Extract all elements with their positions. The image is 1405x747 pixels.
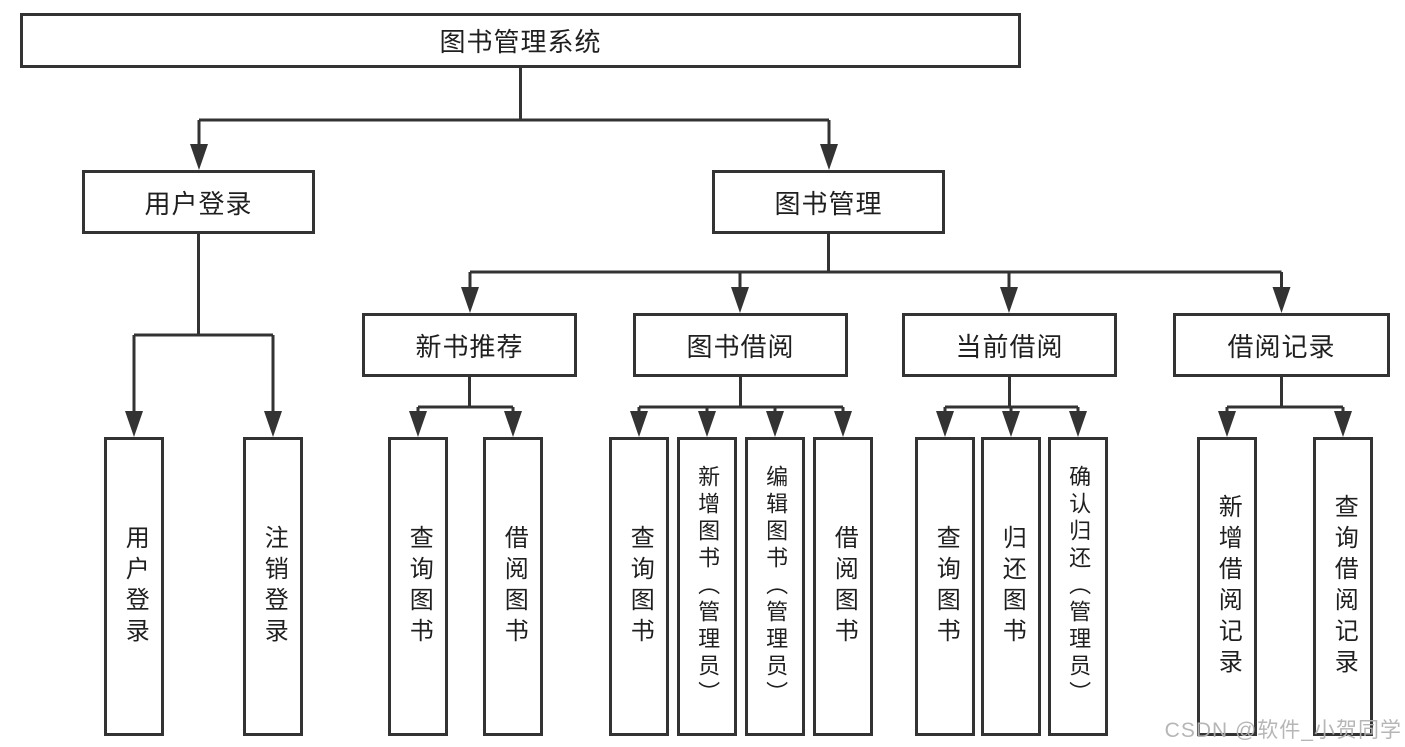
leaf-current-confirm-return-admin-label: 确认归还（管理员） (1066, 465, 1092, 708)
arrow-down-icon (264, 411, 282, 437)
leaf-borrow-query-books-label: 查询图书 (626, 524, 654, 649)
leaf-borrow-edit-books-admin-label: 编辑图书（管理员） (763, 465, 789, 708)
node-book-management-label: 图书管理 (774, 188, 883, 219)
node-new-book-recommend-label: 新书推荐 (415, 331, 524, 362)
leaf-logout-label: 注销登录 (260, 524, 288, 649)
arrow-down-icon (766, 411, 784, 437)
leaf-current-query-books: 查询图书 (915, 437, 975, 736)
node-root-label: 图书管理系统 (439, 27, 602, 57)
node-root: 图书管理系统 (20, 13, 1021, 68)
arrow-down-icon (698, 411, 716, 437)
arrow-down-icon (834, 411, 852, 437)
leaf-recommend-query-books: 查询图书 (388, 437, 448, 736)
leaf-current-confirm-return-admin: 确认归还（管理员） (1048, 437, 1108, 736)
arrow-down-icon (1272, 287, 1291, 313)
leaf-records-add-record: 新增借阅记录 (1197, 437, 1257, 736)
arrow-down-icon (409, 411, 427, 437)
node-user-login: 用户登录 (82, 170, 315, 234)
node-book-management: 图书管理 (712, 170, 945, 234)
leaf-borrow-add-books-admin: 新增图书（管理员） (677, 437, 737, 736)
node-book-borrow-label: 图书借阅 (686, 331, 795, 362)
arrow-down-icon (630, 411, 648, 437)
leaf-records-query-record: 查询借阅记录 (1313, 437, 1373, 736)
leaf-borrow-edit-books-admin: 编辑图书（管理员） (745, 437, 805, 736)
arrow-down-icon (1218, 411, 1236, 437)
leaf-current-return-books: 归还图书 (981, 437, 1041, 736)
leaf-records-query-record-label: 查询借阅记录 (1330, 493, 1358, 680)
arrow-down-icon (936, 411, 954, 437)
arrow-down-icon (504, 411, 522, 437)
arrow-down-icon (461, 287, 479, 313)
arrow-down-icon (190, 144, 208, 170)
arrow-down-icon (125, 411, 143, 437)
leaf-logout: 注销登录 (243, 437, 303, 736)
leaf-records-add-record-label: 新增借阅记录 (1214, 493, 1242, 680)
arrow-down-icon (731, 287, 749, 313)
leaf-user-login: 用户登录 (104, 437, 164, 736)
leaf-borrow-add-books-admin-label: 新增图书（管理员） (695, 465, 721, 708)
leaf-current-query-books-label: 查询图书 (932, 524, 960, 649)
leaf-recommend-query-books-label: 查询图书 (405, 524, 433, 649)
node-current-borrow-label: 当前借阅 (955, 331, 1064, 362)
arrow-down-icon (1002, 411, 1020, 437)
csdn-watermark: CSDN @软件_小贺同学 (1164, 719, 1402, 742)
node-current-borrow: 当前借阅 (902, 313, 1117, 377)
node-borrow-records: 借阅记录 (1173, 313, 1390, 377)
arrow-down-icon (820, 144, 838, 170)
leaf-current-return-books-label: 归还图书 (998, 524, 1026, 649)
arrow-down-icon (1334, 411, 1352, 437)
node-user-login-label: 用户登录 (144, 188, 253, 219)
arrow-down-icon (1000, 287, 1018, 313)
node-book-borrow: 图书借阅 (633, 313, 848, 377)
node-borrow-records-label: 借阅记录 (1227, 331, 1336, 362)
arrow-down-icon (1069, 411, 1087, 437)
leaf-borrow-query-books: 查询图书 (609, 437, 669, 736)
leaf-user-login-label: 用户登录 (121, 524, 149, 649)
leaf-borrow-borrow-books-label: 借阅图书 (830, 524, 858, 649)
leaf-recommend-borrow-books-label: 借阅图书 (500, 524, 528, 649)
leaf-borrow-borrow-books: 借阅图书 (813, 437, 873, 736)
leaf-recommend-borrow-books: 借阅图书 (483, 437, 543, 736)
node-new-book-recommend: 新书推荐 (362, 313, 577, 377)
